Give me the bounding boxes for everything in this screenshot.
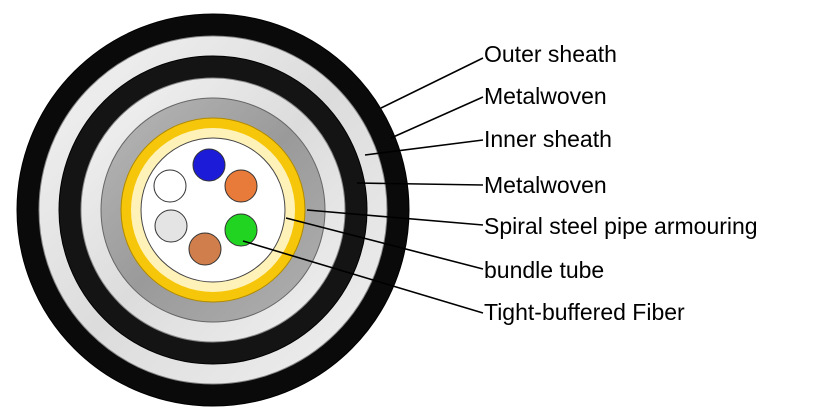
leader-bundle-tube xyxy=(285,217,484,270)
label-metalwoven-1: Metalwoven xyxy=(484,83,607,109)
green-fiber xyxy=(224,213,258,247)
leader-tight-buffered-fiber xyxy=(242,240,484,314)
white-fiber xyxy=(153,169,187,203)
leader-spiral-steel-pipe xyxy=(306,209,484,226)
label-metalwoven-2: Metalwoven xyxy=(484,172,607,198)
label-spiral-steel-pipe-armouring: Spiral steel pipe armouring xyxy=(484,213,758,239)
label-bundle-tube: bundle tube xyxy=(484,257,604,283)
label-tight-buffered-fiber: Tight-buffered Fiber xyxy=(484,299,685,325)
label-outer-sheath: Outer sheath xyxy=(484,41,617,67)
leader-metalwoven-1 xyxy=(390,96,484,139)
fiber-group xyxy=(153,148,258,266)
blue-fiber xyxy=(192,148,226,182)
leader-outer-sheath xyxy=(380,57,484,109)
orange-fiber xyxy=(224,169,258,203)
light-gray-fiber xyxy=(154,209,188,243)
leader-inner-sheath xyxy=(364,139,484,156)
label-inner-sheath: Inner sheath xyxy=(484,126,612,152)
brown-fiber xyxy=(188,232,222,266)
leader-metalwoven-2 xyxy=(356,182,484,186)
